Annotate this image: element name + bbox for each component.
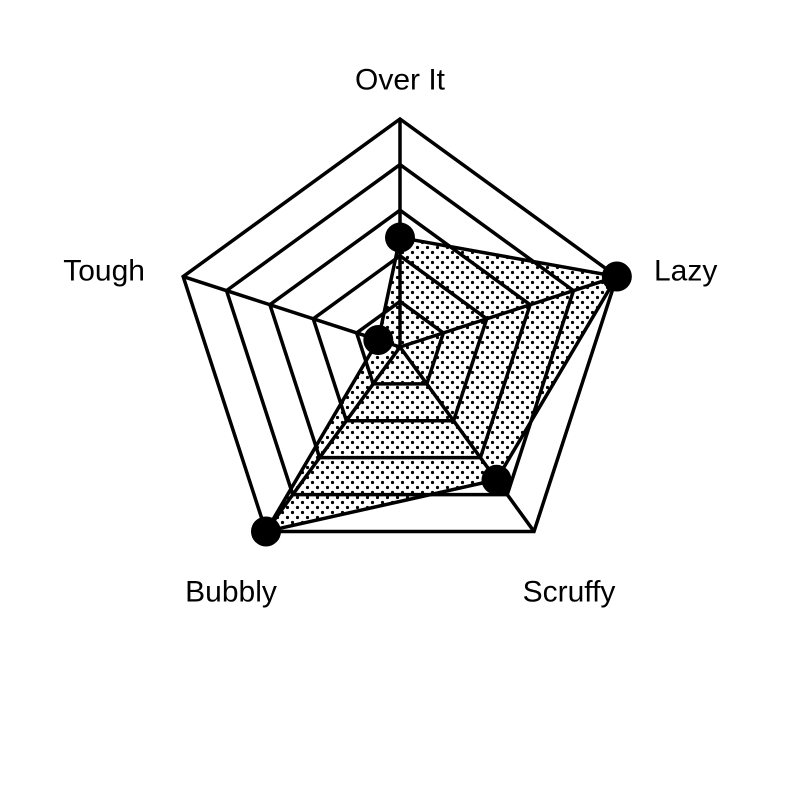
axis-label-tough: Tough bbox=[63, 255, 145, 288]
axis-spoke bbox=[182, 274, 401, 349]
data-point-bubbly bbox=[250, 516, 281, 547]
axis-label-bubbly: Bubbly bbox=[185, 576, 277, 609]
data-point-scruffy bbox=[481, 464, 512, 495]
series-area bbox=[262, 235, 620, 535]
data-point-over-it bbox=[385, 222, 415, 253]
axis-label-lazy: Lazy bbox=[654, 255, 717, 288]
data-point-lazy bbox=[601, 261, 632, 292]
radar-series bbox=[250, 222, 632, 547]
grid-ring-5 bbox=[181, 116, 619, 534]
data-point-tough bbox=[363, 324, 394, 355]
axis-label-scruffy: Scruffy bbox=[523, 576, 616, 609]
axis-label-over-it: Over It bbox=[355, 64, 446, 97]
